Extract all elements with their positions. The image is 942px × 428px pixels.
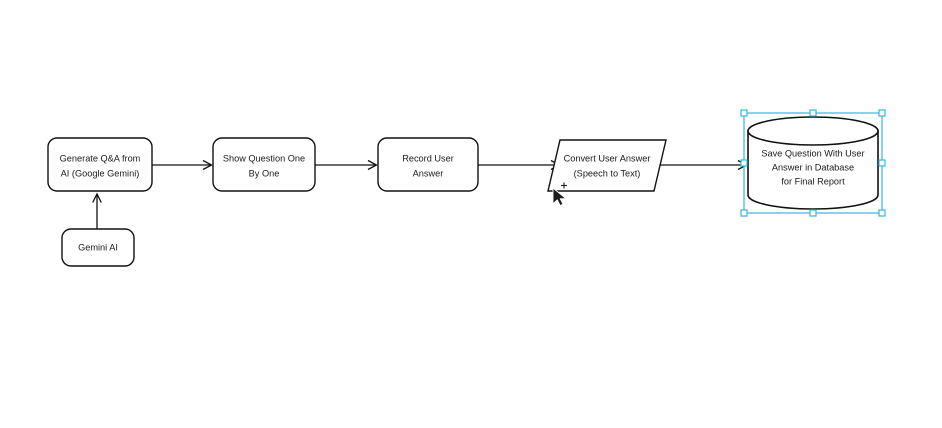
edge-record-to-convert[interactable] [478, 159, 561, 171]
node-show-question[interactable]: Show Question One By One [212, 137, 316, 192]
resize-handle-top-right[interactable] [878, 109, 886, 117]
node-record-answer-label-line1: Record User [402, 153, 454, 163]
resize-handle-top-center[interactable] [809, 109, 817, 117]
node-show-question-label-line2: By One [249, 168, 280, 178]
cursor-arrow-icon [552, 187, 567, 207]
edge-gemini-to-generate[interactable] [92, 192, 102, 229]
edge-show-to-record[interactable] [315, 159, 378, 171]
edge-generate-to-show[interactable] [152, 159, 213, 171]
edge-convert-to-save[interactable] [656, 159, 748, 171]
resize-handle-bottom-right[interactable] [878, 209, 886, 217]
cursor-crosshair-icon [561, 182, 567, 189]
selection-overlay [740, 109, 886, 217]
node-save-database-label-line2: Answer in Database [772, 162, 854, 172]
node-generate-qa-label-line1: Generate Q&A from [60, 153, 141, 163]
resize-handle-bottom-center[interactable] [809, 209, 817, 217]
node-convert-speech-label-line2: (Speech to Text) [574, 168, 641, 178]
node-record-answer[interactable]: Record User Answer [377, 137, 479, 192]
node-show-question-label-line1: Show Question One [223, 153, 305, 163]
node-record-answer-label-line2: Answer [413, 168, 444, 178]
node-convert-speech-label-line1: Convert User Answer [564, 153, 651, 163]
mouse-cursor [552, 182, 567, 207]
node-save-database-label-line3: for Final Report [781, 176, 845, 186]
node-gemini-ai-label: Gemini AI [78, 242, 118, 252]
node-gemini-ai[interactable]: Gemini AI [61, 228, 135, 267]
resize-handle-bottom-left[interactable] [740, 209, 748, 217]
node-convert-speech[interactable]: Convert User Answer (Speech to Text) [547, 139, 667, 192]
node-save-database[interactable]: Save Question With User Answer in Databa… [747, 116, 879, 210]
resize-handle-top-left[interactable] [740, 109, 748, 117]
resize-handle-middle-left[interactable] [740, 159, 748, 167]
node-save-database-label-line1: Save Question With User [761, 148, 864, 158]
resize-handle-middle-right[interactable] [878, 159, 886, 167]
node-generate-qa[interactable]: Generate Q&A from AI (Google Gemini) [47, 137, 153, 192]
node-generate-qa-label-line2: AI (Google Gemini) [61, 168, 140, 178]
